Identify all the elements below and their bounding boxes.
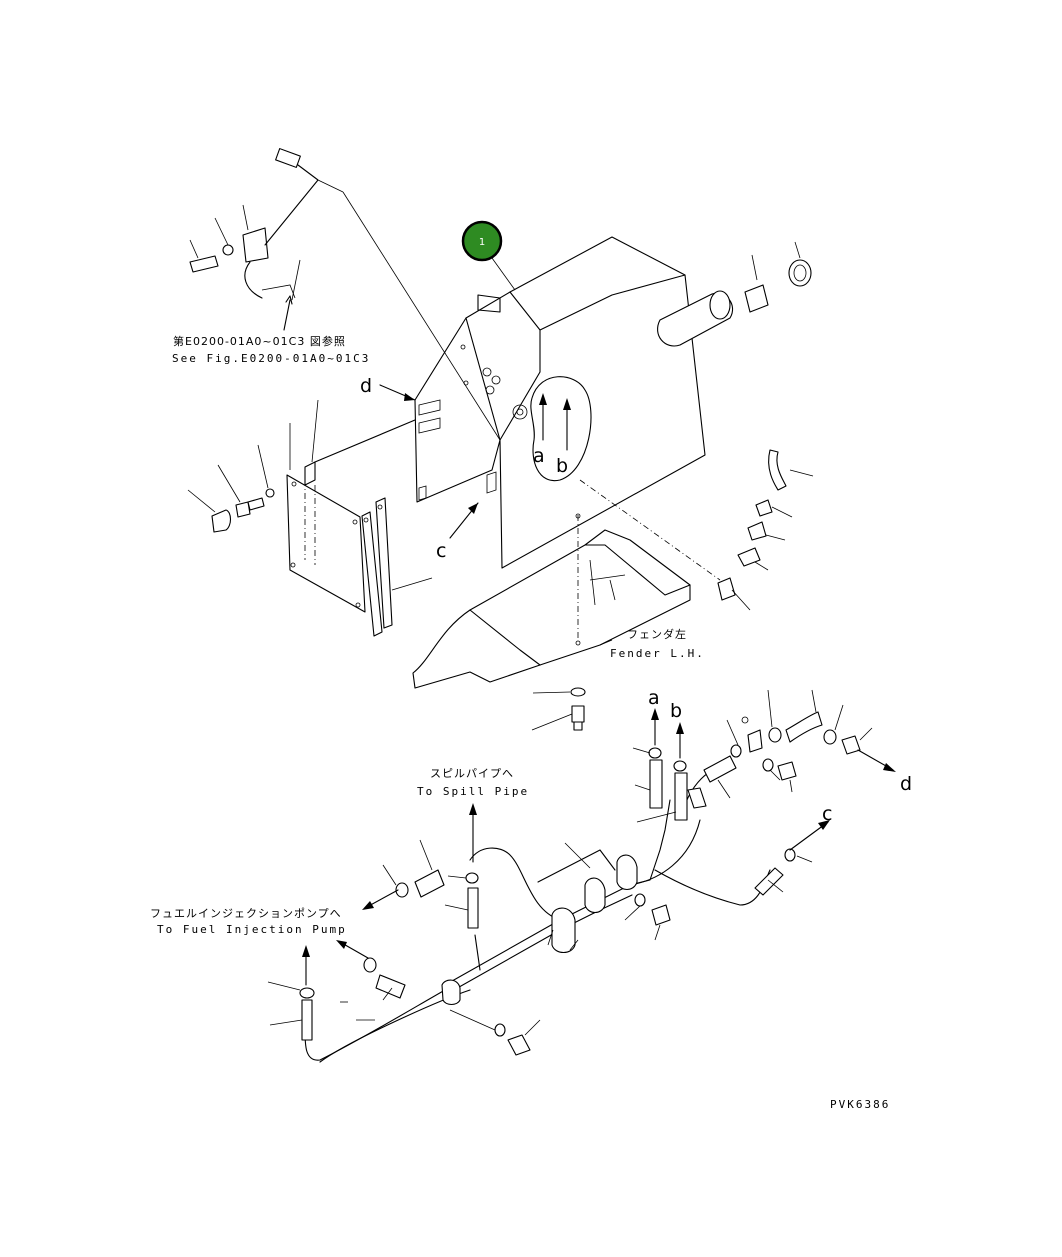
callout-d-lower-label: d xyxy=(900,773,912,795)
fender-lh: フェンダ左 Fender L.H. xyxy=(412,513,705,731)
callout-c-lower: c xyxy=(789,803,832,851)
injection-pump-label-en: To Fuel Injection Pump xyxy=(157,923,347,936)
injection-pump-note: フュエルインジェクションポンプへ To Fuel Injection Pump xyxy=(150,889,399,986)
tank-return-hose xyxy=(579,449,814,611)
fuel-tank xyxy=(414,236,812,569)
callout-ab-lower: a b xyxy=(648,687,684,759)
fender-label-jp: フェンダ左 xyxy=(627,627,687,641)
fuel-gauge-lever xyxy=(189,148,501,441)
callout-ab-upper: a b xyxy=(533,393,571,477)
callout-b-lower-label: b xyxy=(670,700,682,722)
reference-note: 第E0200-01A0~01C3 図参照 See Fig.E0200-01A0~… xyxy=(172,334,370,365)
callout-b-upper-label: b xyxy=(556,455,568,477)
part-number-badge[interactable]: 1 xyxy=(461,220,516,291)
guard-panel xyxy=(187,399,433,637)
callout-c-upper: c xyxy=(436,502,479,562)
drawing-code: PVK6386 xyxy=(830,1098,890,1111)
callout-d-lower: d xyxy=(857,749,912,795)
callout-c-upper-label: c xyxy=(436,540,446,562)
injection-pump-label-jp: フュエルインジェクションポンプへ xyxy=(150,907,342,920)
callout-c-lower-label: c xyxy=(822,803,832,825)
badge-number: 1 xyxy=(479,237,485,248)
callout-a-lower-label: a xyxy=(648,687,660,709)
callout-d-upper: d xyxy=(360,375,416,401)
badge-circle xyxy=(461,220,503,262)
lower-hoses xyxy=(267,689,873,1041)
spill-pipe-label-jp: スピルパイプへ xyxy=(430,767,514,780)
callout-a-upper-label: a xyxy=(533,445,545,467)
callout-d-upper-label: d xyxy=(360,375,372,397)
spill-pipe-label-en: To Spill Pipe xyxy=(417,785,529,798)
reference-note-en: See Fig.E0200-01A0~01C3 xyxy=(172,352,370,365)
fender-label-en: Fender L.H. xyxy=(610,647,705,660)
reference-note-jp: 第E0200-01A0~01C3 図参照 xyxy=(173,334,346,348)
spill-pipe-note: スピルパイプへ To Spill Pipe xyxy=(417,767,529,863)
